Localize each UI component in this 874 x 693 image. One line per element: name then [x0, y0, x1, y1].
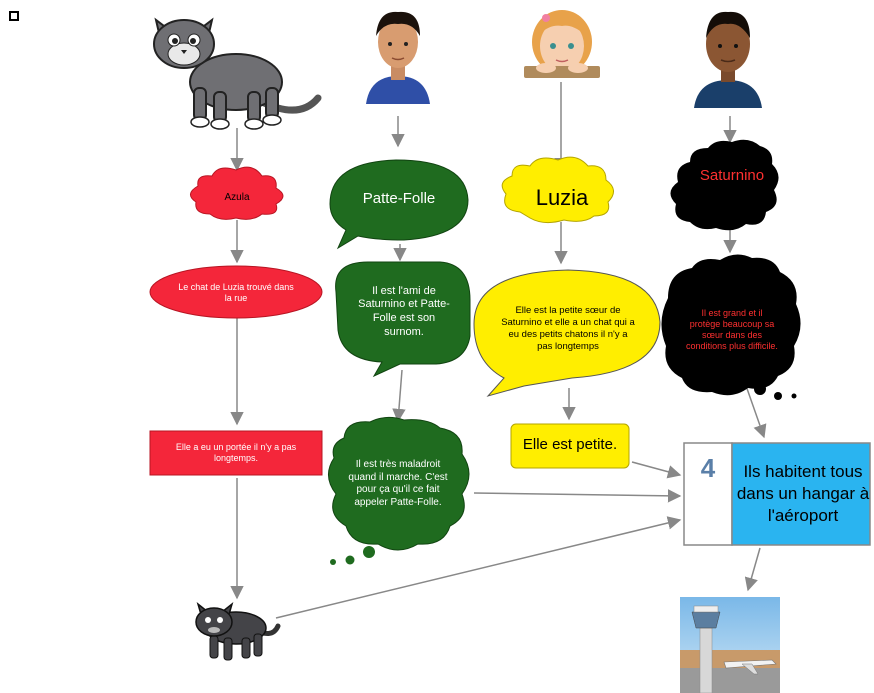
kitten-icon: [195, 601, 281, 661]
summary-text[interactable]: Ils habitent tous dans un hangar à l'aér…: [736, 461, 870, 526]
summary-number-shape: [683, 442, 733, 546]
summary-number[interactable]: 4: [700, 452, 716, 483]
patte-folle-bubble-shape: [329, 159, 469, 250]
connector-clumsy-summary: [473, 489, 682, 503]
boy-avatar-icon: [366, 11, 430, 104]
thought-dot: [791, 393, 797, 399]
thought-dot: [345, 555, 355, 565]
azula-cloud-shape: [190, 166, 284, 220]
connector-desc-summary: [743, 379, 767, 439]
thought-dot: [754, 383, 766, 395]
luzia-small-shape: [510, 423, 630, 469]
azula-label[interactable]: Azula: [224, 191, 250, 203]
patte-folle-clumsy-shape: [328, 416, 470, 551]
patte-folle-label[interactable]: Patte-Folle: [362, 189, 436, 207]
thought-dot: [774, 392, 782, 400]
connectors: [230, 82, 767, 619]
airport-tower-icon: [680, 597, 780, 693]
azula-desc-text[interactable]: Le chat de Luzia trouvé dans la rue: [178, 281, 294, 303]
girl-avatar-icon: [524, 10, 600, 78]
azula-desc-shape: [149, 265, 323, 319]
patte-folle-desc-shape: [335, 261, 471, 378]
corner-checkbox[interactable]: [9, 11, 19, 21]
saturnino-desc-text[interactable]: Il est grand et il protège beaucoup sa s…: [686, 307, 778, 352]
saturnino-cloud-shape: [670, 139, 779, 231]
thought-dot: [330, 559, 336, 565]
saturnino-label[interactable]: Saturnino: [699, 166, 765, 184]
azula-litter-shape: [149, 430, 323, 476]
patte-folle-desc-text[interactable]: Il est l'ami de Saturnino et Patte-Folle…: [358, 284, 450, 338]
boy-dark-avatar-icon: [694, 11, 762, 108]
azula-litter-text[interactable]: Elle a eu un portée il n'y a pas longtem…: [175, 441, 297, 463]
patte-folle-clumsy-text[interactable]: Il est très maladroit quand il marche. C…: [348, 459, 448, 508]
cat-icon: [153, 17, 322, 130]
connector-desc-clumsy: [392, 369, 406, 423]
luzia-desc-text[interactable]: Elle est la petite sœur de Saturnino et …: [501, 305, 635, 352]
connector-summary-airport: [744, 547, 761, 592]
connector-small-summary: [631, 461, 682, 479]
connector-kitten-summary: [275, 516, 682, 619]
saturnino-desc-shape: [661, 254, 801, 396]
luzia-cloud-shape: [501, 156, 614, 224]
luzia-desc-shape: [473, 269, 661, 397]
summary-text-shape: [731, 442, 871, 546]
luzia-label[interactable]: Luzia: [535, 185, 589, 211]
luzia-small-text[interactable]: Elle est petite.: [522, 435, 618, 453]
thought-dot: [363, 546, 375, 558]
